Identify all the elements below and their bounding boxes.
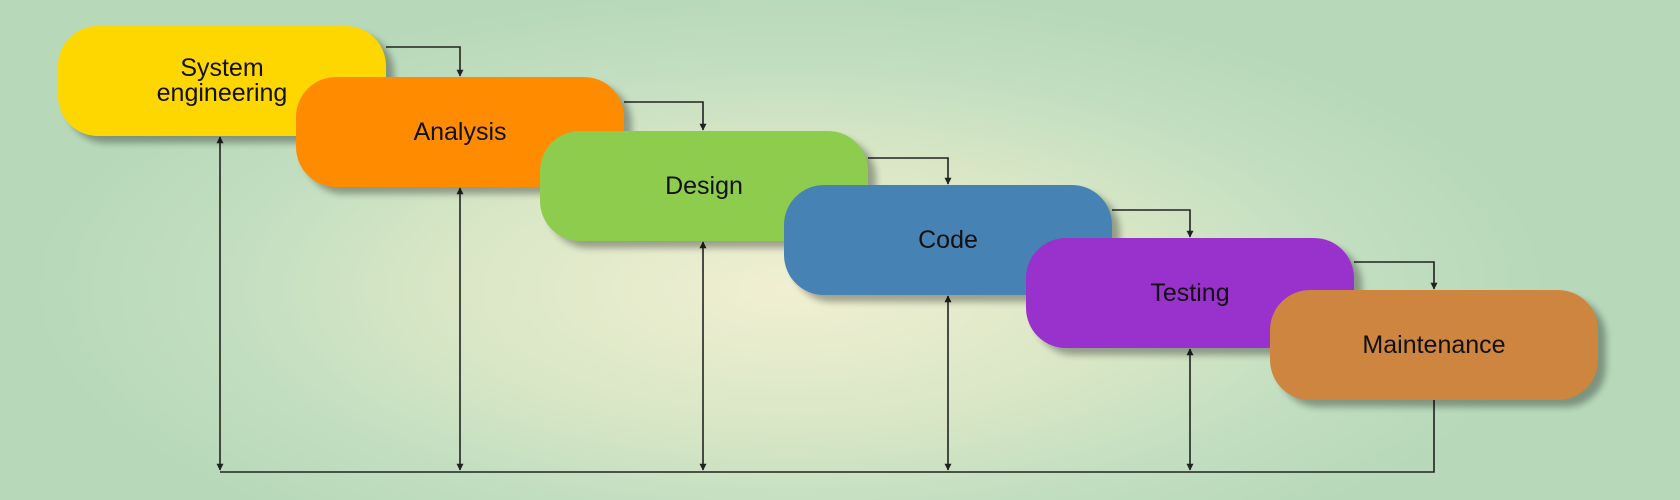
flow-arrow-testing-to-maintenance xyxy=(1354,261,1438,290)
stage-label-design: Design xyxy=(665,171,743,200)
flow-arrow-code-to-testing xyxy=(1112,209,1194,238)
flow-arrow-system-to-analysis xyxy=(386,46,464,77)
stage-label-testing: Testing xyxy=(1150,278,1230,307)
stage-label-maintenance: Maintenance xyxy=(1362,330,1506,359)
stage-label-system-engineering: System engineering xyxy=(156,54,288,107)
flow-arrow-design-to-code xyxy=(868,157,952,185)
stage-maintenance: Maintenance xyxy=(1270,290,1598,400)
flow-arrow-analysis-to-design xyxy=(624,101,707,131)
stage-label-analysis: Analysis xyxy=(413,117,507,146)
stage-label-code: Code xyxy=(918,225,978,254)
feedback-bus-line xyxy=(220,400,1435,473)
